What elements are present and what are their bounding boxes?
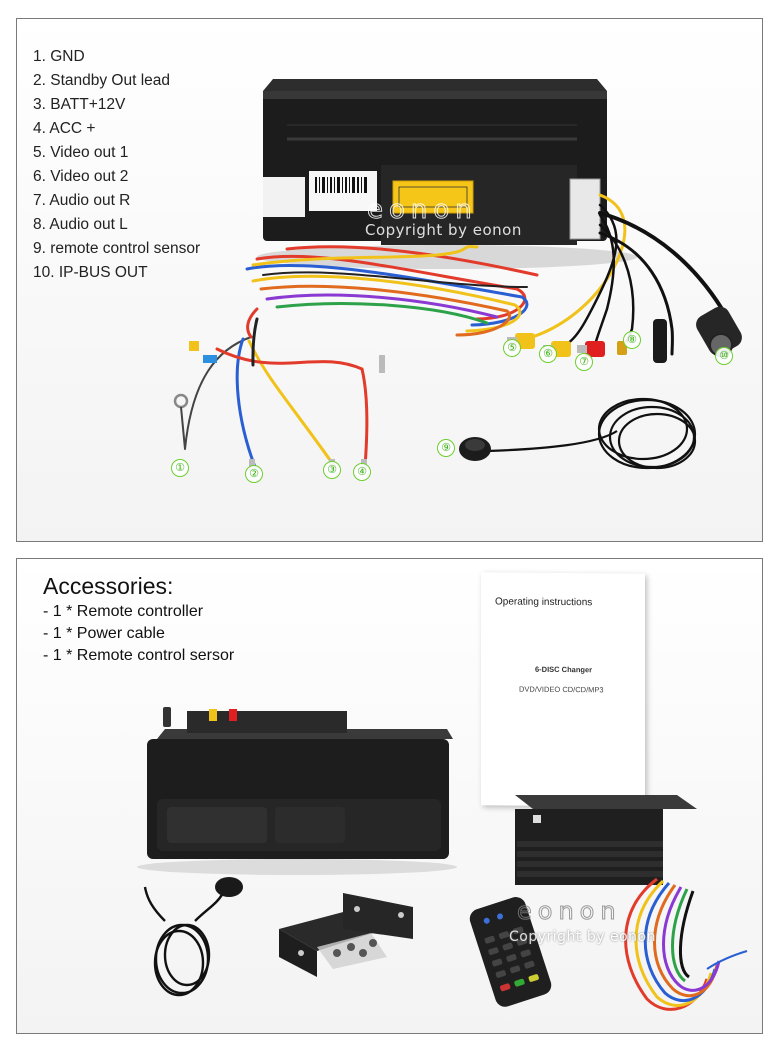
- legend-item: 8. Audio out L: [33, 216, 128, 233]
- disc-magazine: [515, 795, 697, 885]
- accessories-illustration: [137, 707, 748, 1011]
- accessory-item: - 1 * Remote controller: [43, 603, 204, 620]
- legend-item: 7. Audio out R: [33, 192, 131, 209]
- callout-3: ③: [323, 461, 341, 479]
- dvd-changer-wiring-illustration: [173, 79, 742, 471]
- legend-item: 6. Video out 2: [33, 168, 129, 185]
- rca-plug-audio-r: [577, 341, 605, 357]
- callout-6: ⑥: [539, 345, 557, 363]
- remote-sensor: [215, 877, 243, 897]
- legend-item: 3. BATT+12V: [33, 96, 126, 113]
- legend-item: 1. GND: [33, 48, 85, 65]
- eonon-logo-watermark: eonon: [367, 195, 478, 226]
- copyright-watermark: Copyright by eonon: [509, 929, 656, 945]
- copyright-watermark: Copyright by eonon: [365, 221, 522, 239]
- warning-sticker: [263, 177, 305, 217]
- legend-item: 4. ACC +: [33, 120, 96, 137]
- connector-legend: 1. GND 2. Standby Out lead 3. BATT+12V 4…: [33, 45, 200, 285]
- callout-2: ②: [245, 465, 263, 483]
- mounting-brackets: [279, 893, 413, 977]
- callout-7: ⑦: [575, 353, 593, 371]
- callout-4: ④: [353, 463, 371, 481]
- eonon-logo-watermark: eonon: [517, 897, 622, 926]
- callout-5: ⑤: [503, 339, 521, 357]
- screw-pack: [317, 933, 387, 969]
- callout-8: ⑧: [623, 331, 641, 349]
- sensor-cable-coil: [486, 397, 697, 470]
- legend-item: 10. IP-BUS OUT: [33, 264, 148, 281]
- accessories-list: - 1 * Remote controller - 1 * Power cabl…: [43, 601, 234, 667]
- accessory-item: - 1 * Remote control sersor: [43, 647, 235, 664]
- unit-top-face: [263, 79, 607, 91]
- callout-1: ①: [171, 459, 189, 477]
- accessories-photo-panel: Accessories: - 1 * Remote controller - 1…: [16, 558, 763, 1034]
- wire-harness: [184, 193, 724, 469]
- callout-9: ⑨: [437, 439, 455, 457]
- gnd-ring-terminal: [173, 393, 189, 409]
- inline-fuse: [653, 319, 667, 363]
- callout-10: ⑩: [715, 347, 733, 365]
- legend-item: 2. Standby Out lead: [33, 72, 171, 89]
- power-cable-bundle: [624, 877, 748, 1011]
- wiring-photo-panel: 1. GND 2. Standby Out lead 3. BATT+12V 4…: [16, 18, 763, 542]
- legend-item: 5. Video out 1: [33, 144, 129, 161]
- remote-sensor-cable: [143, 886, 225, 997]
- laser-sticker: [392, 180, 474, 214]
- accessories-title: Accessories:: [43, 573, 174, 599]
- remote-controller: [469, 897, 552, 1007]
- accessory-item: - 1 * Power cable: [43, 625, 165, 642]
- legend-item: 9. remote control sensor: [33, 240, 201, 257]
